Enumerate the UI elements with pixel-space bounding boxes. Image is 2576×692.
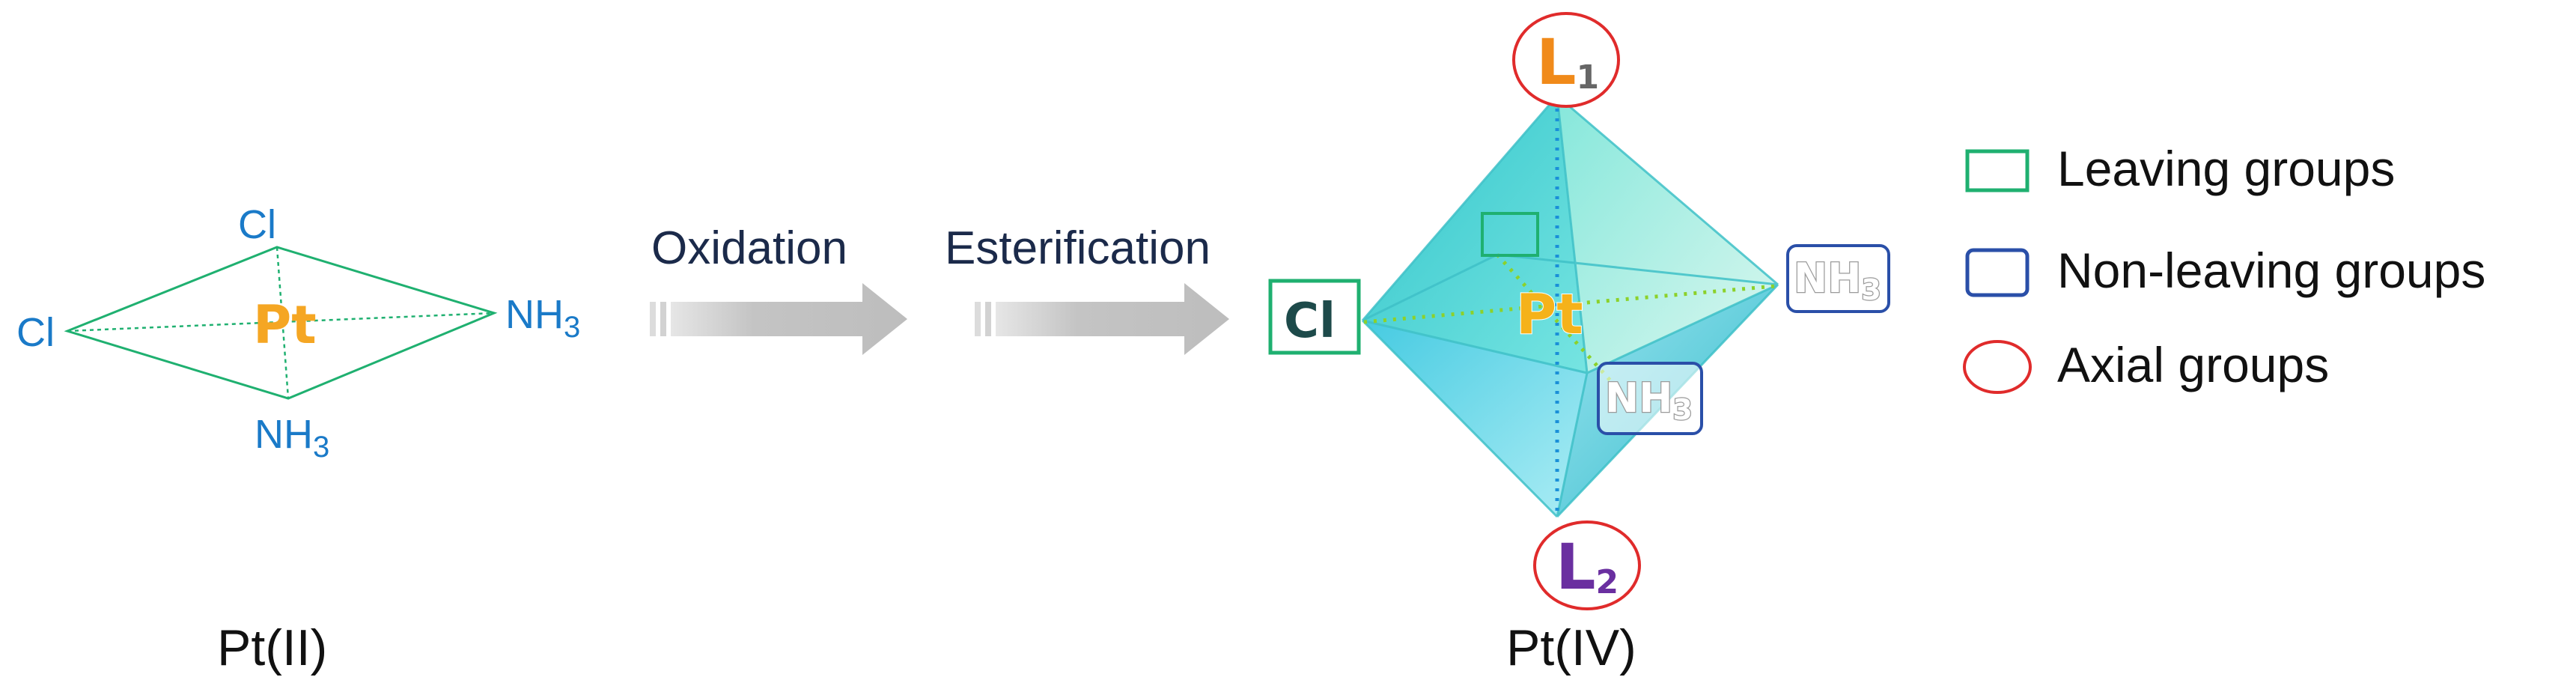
pt4-axial-bottom-label: L2 [1556, 530, 1619, 604]
legend-leaving: Leaving groups [1965, 141, 2395, 196]
back-leaving-group-box [1481, 212, 1539, 257]
oxidation-arrow [650, 283, 907, 355]
pt2-bottom-ligand-sub: 3 [313, 431, 329, 464]
pt2-caption: Pt(II) [217, 619, 327, 676]
legend-nonleaving: Non-leaving groups [1965, 243, 2485, 298]
octahedron-face-bottom-left [1362, 321, 1587, 517]
legend-nonleaving-swatch [1965, 248, 2030, 297]
pt4-axial-bottom-main: L [1556, 530, 1596, 604]
legend-axial-swatch [1963, 340, 2032, 394]
pt4-cl-leaving-group: Cl [1268, 279, 1361, 355]
pt2-bottom-ligand-main: NH [255, 412, 313, 457]
pt4-right-ligand-main: NH [1794, 255, 1861, 302]
pt4-front-ligand-sub: 3 [1672, 393, 1692, 426]
pt4-caption: Pt(IV) [1506, 619, 1636, 676]
pt4-nh3-right-group: NH3 [1786, 244, 1890, 313]
pt2-center-atom: Pt [253, 294, 317, 356]
pt4-right-ligand-sub: 3 [1861, 273, 1881, 306]
legend: Leaving groups Non-leaving groups Axial … [1963, 141, 2485, 394]
pt4-axial-top-group: L1 [1512, 12, 1620, 108]
pt2-structure: Cl Cl NH3 NH3 Pt [16, 202, 580, 464]
octahedron-face-top-left [1362, 96, 1587, 373]
pt4-axial-bottom-group: L2 [1533, 520, 1641, 610]
back-front-axis-line [1496, 253, 1619, 389]
pt4-left-ligand: Cl [1284, 294, 1336, 349]
pt4-axial-bottom-sub: 2 [1596, 563, 1619, 601]
pt2-top-ligand: Cl [238, 202, 276, 247]
pt4-front-ligand: NH3 [1605, 374, 1693, 426]
pt4-axial-top-sub: 1 [1577, 58, 1600, 97]
legend-leaving-label: Leaving groups [2057, 141, 2395, 196]
pt4-front-ligand-main: NH [1605, 374, 1672, 422]
legend-axial-label: Axial groups [2057, 337, 2329, 392]
pt2-right-ligand-main: NH [505, 292, 564, 337]
esterification-arrow [975, 283, 1229, 355]
legend-leaving-swatch [1965, 149, 2030, 192]
pt4-octahedron: Pt [1361, 94, 1779, 518]
pt4-center-atom: Pt [1516, 282, 1583, 347]
legend-nonleaving-label: Non-leaving groups [2057, 243, 2485, 298]
legend-axial: Axial groups [1963, 337, 2329, 394]
pt4-right-ligand: NH3 [1794, 255, 1881, 306]
esterification-label: Esterification [945, 222, 1211, 274]
pt2-diagonal-2 [275, 246, 290, 399]
equatorial-axis-line [1363, 284, 1776, 324]
pt4-axial-top-main: L [1536, 25, 1577, 99]
oxidation-label: Oxidation [651, 222, 847, 274]
pt2-left-ligand: Cl [16, 310, 55, 355]
octahedron-face-top-right [1557, 96, 1778, 373]
pt2-right-ligand-sub: 3 [564, 311, 580, 344]
pt4-nh3-front-group: NH3 [1597, 362, 1703, 435]
pt4-axial-top-label: L1 [1536, 25, 1599, 99]
pt2-bottom-ligand: NH3 [255, 412, 329, 464]
pt2-right-ligand: NH3 [505, 292, 580, 344]
